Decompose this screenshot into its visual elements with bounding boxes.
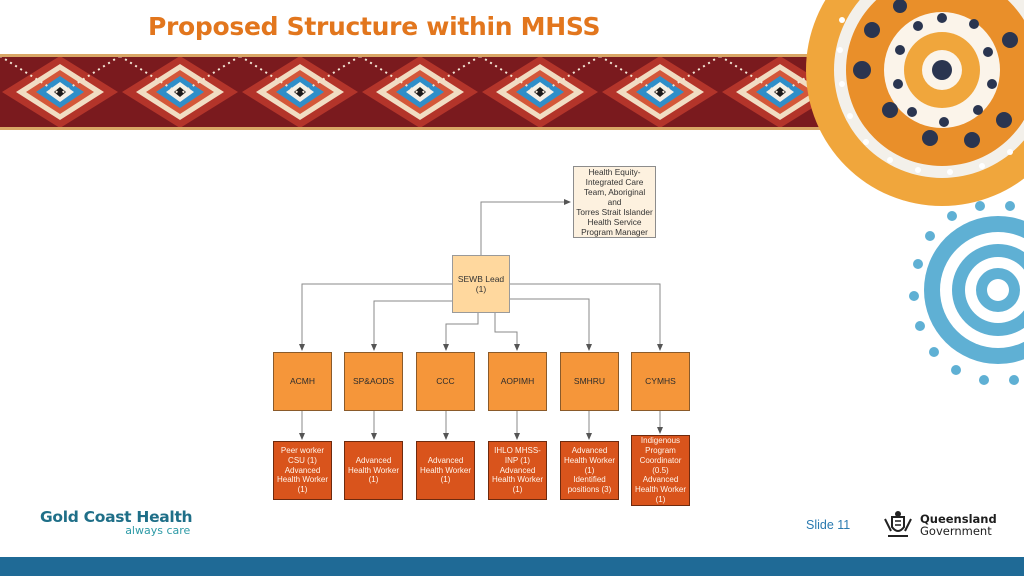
queensland-government-logo: Queensland Government [882,509,997,541]
gch-name: Gold Coast Health [40,508,193,526]
aboriginal-art-band [0,54,820,130]
org-node-position: Peer worker CSU (1) Advanced Health Work… [273,441,332,500]
org-node-service: AOPIMH [488,352,547,411]
org-node-position: Advanced Health Worker (1) Identified po… [560,441,619,500]
org-node-program-manager: Health Equity- Integrated Care Team, Abo… [573,166,656,238]
org-node-position: Advanced Health Worker (1) [416,441,475,500]
org-node-sewb-lead: SEWB Lead (1) [452,255,510,313]
org-node-service: ACMH [273,352,332,411]
org-node-service: SMHRU [560,352,619,411]
org-node-position: Advanced Health Worker (1) [344,441,403,500]
org-node-position: Indigenous Program Coordinator (0.5) Adv… [631,435,690,506]
coat-of-arms-icon [884,511,912,537]
qld-line-2: Government [920,524,992,538]
org-node-service: CYMHS [631,352,690,411]
org-node-position: IHLO MHSS- INP (1) Advanced Health Worke… [488,441,547,500]
gch-tagline: always care [125,524,191,537]
gold-coast-health-logo: Gold Coast Health always care [40,508,193,537]
qld-line-1: Queensland [920,511,997,526]
footer-bar [0,557,1024,576]
org-node-service: SP&AODS [344,352,403,411]
org-node-service: CCC [416,352,475,411]
slide-number: Slide 11 [806,518,851,532]
slide-title: Proposed Structure within MHSS [148,12,601,41]
